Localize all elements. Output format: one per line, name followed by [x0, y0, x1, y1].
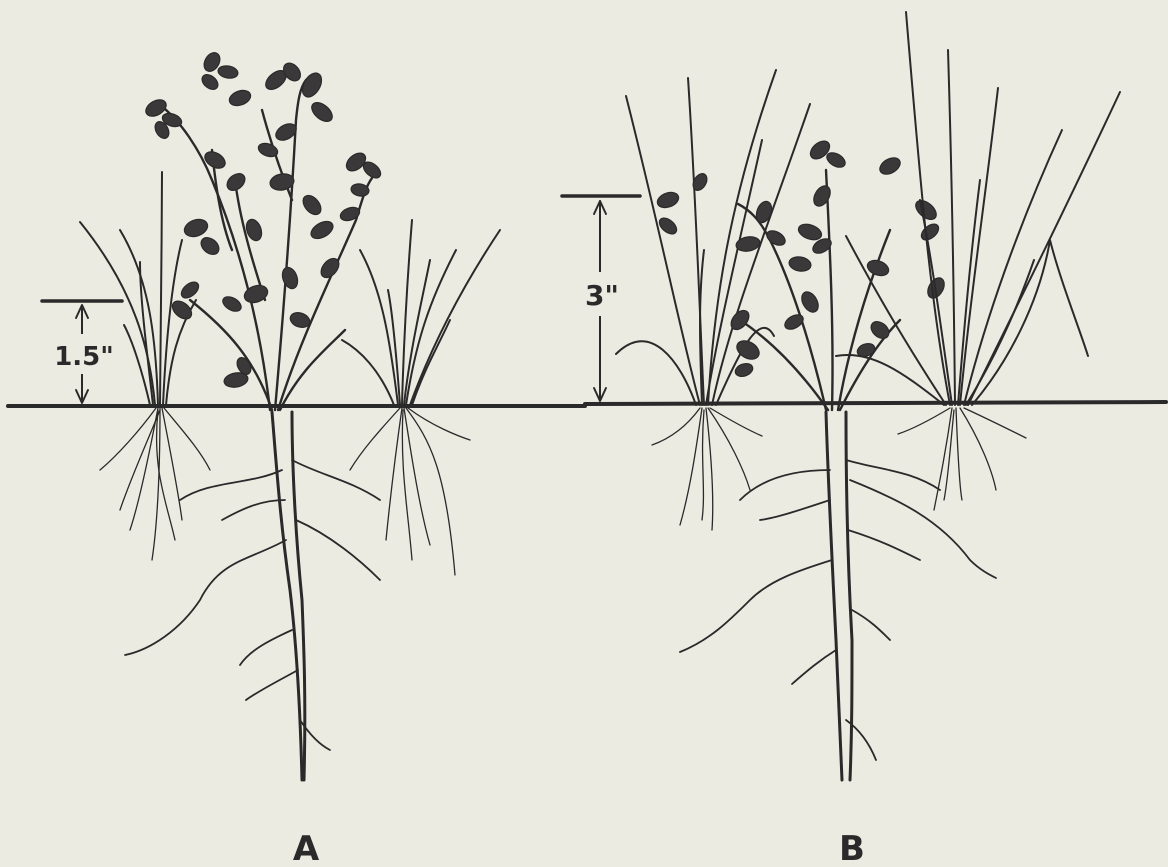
height-marker-b: 3" — [562, 196, 640, 401]
height-label-b: 3" — [585, 279, 619, 312]
panel-b: 3" — [562, 12, 1120, 867]
panel-a: 1.5" — [42, 50, 500, 867]
roots-a-left — [100, 408, 210, 560]
clover-plant-b — [655, 138, 996, 780]
panel-label-a: A — [293, 829, 320, 867]
height-marker-a: 1.5" — [42, 301, 122, 403]
ground-line-b — [585, 402, 1166, 404]
roots-a-right — [350, 408, 470, 575]
roots-b-right — [898, 408, 1026, 510]
grass-clump-a-right — [342, 220, 500, 405]
panel-label-b: B — [839, 829, 865, 867]
height-label-a: 1.5" — [54, 342, 114, 372]
roots-b-left — [652, 408, 762, 530]
